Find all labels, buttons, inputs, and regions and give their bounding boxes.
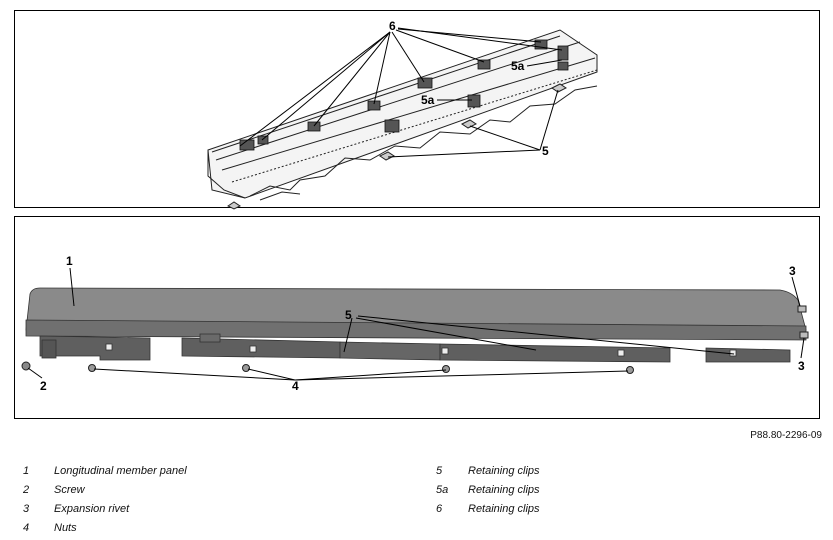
- legend-item: 5a Retaining clips: [436, 481, 540, 500]
- callout-5a-upper: 5a: [511, 59, 525, 73]
- callout-2: 2: [40, 379, 47, 393]
- callout-1: 1: [66, 254, 73, 268]
- legend-left: 1 Longitudinal member panel 2 Screw 3 Ex…: [23, 462, 187, 538]
- leader-lines-6: [239, 27, 563, 147]
- legend-number: 3: [23, 503, 30, 515]
- expansion-rivets-drawing: [797, 305, 809, 339]
- legend-number: 5: [436, 465, 443, 477]
- leader-lines-5: [387, 89, 559, 158]
- legend-text: Retaining clips: [468, 465, 540, 477]
- legend-number: 1: [23, 465, 30, 477]
- leader-lines-5a: [437, 59, 563, 101]
- legend-item: 1 Longitudinal member panel: [23, 462, 187, 481]
- callout-4: 4: [292, 379, 299, 393]
- legend-number: 6: [436, 503, 443, 515]
- legend-text: Longitudinal member panel: [54, 465, 187, 477]
- legend-text: Retaining clips: [468, 484, 540, 496]
- callout-5-bottom: 5: [345, 308, 352, 322]
- callout-5a-lower: 5a: [421, 93, 435, 107]
- callout-6: 6: [389, 19, 396, 33]
- leader-lines-bottom: [27, 267, 805, 381]
- legend-text: Expansion rivet: [54, 503, 130, 515]
- legend-item: 6 Retaining clips: [436, 500, 540, 519]
- legend-item: 4 Nuts: [23, 519, 187, 538]
- legend-text: Nuts: [54, 522, 77, 534]
- longitudinal-member-drawing: [207, 29, 598, 210]
- callout-5-top: 5: [542, 144, 549, 158]
- legend-text: Retaining clips: [468, 503, 540, 515]
- longitudinal-member-panel-drawing: [25, 287, 807, 363]
- legend-item: 2 Screw: [23, 481, 187, 500]
- legend-number: 5a: [436, 484, 449, 496]
- legend-text: Screw: [54, 484, 85, 496]
- legend-number: 4: [23, 522, 30, 534]
- legend-right: 5 Retaining clips 5a Retaining clips 6 R…: [436, 462, 540, 519]
- nuts-drawing: [88, 364, 634, 374]
- figure-code: P88.80-2296-09: [750, 430, 822, 441]
- legend-item: 5 Retaining clips: [436, 462, 540, 481]
- callout-3-lower: 3: [798, 359, 805, 373]
- legend-item: 3 Expansion rivet: [23, 500, 187, 519]
- callout-3-upper: 3: [789, 264, 796, 278]
- legend-number: 2: [23, 484, 30, 496]
